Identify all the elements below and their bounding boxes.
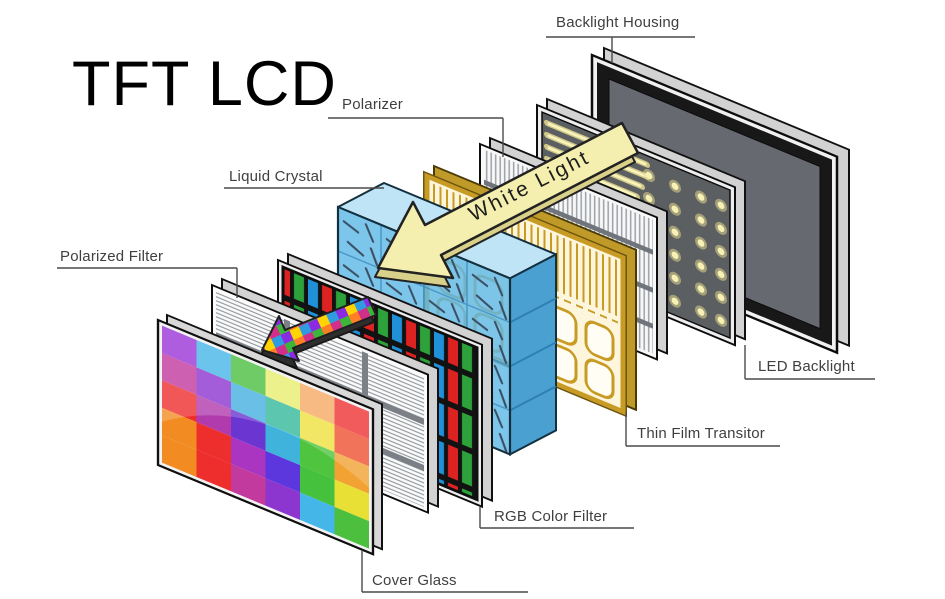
label-liquid-crystal: Liquid Crystal <box>229 168 323 185</box>
page-title: TFT LCD <box>72 49 337 119</box>
white-light-arrow <box>374 121 640 288</box>
label-backlight-housing: Backlight Housing <box>556 14 680 31</box>
label-polarized-filter: Polarized Filter <box>60 248 164 265</box>
label-thin-film-transistor: Thin Film Transitor <box>637 425 765 442</box>
colored-light-arrow <box>259 296 377 369</box>
label-polarizer: Polarizer <box>342 96 403 113</box>
label-led-backlight: LED Backlight <box>758 358 855 375</box>
cover-glass-pixel-grid <box>162 325 369 549</box>
label-rgb-color-filter: RGB Color Filter <box>494 508 608 525</box>
cover-glass-layer <box>156 313 383 556</box>
label-cover-glass: Cover Glass <box>372 572 457 589</box>
label-leader-lines <box>57 36 875 593</box>
